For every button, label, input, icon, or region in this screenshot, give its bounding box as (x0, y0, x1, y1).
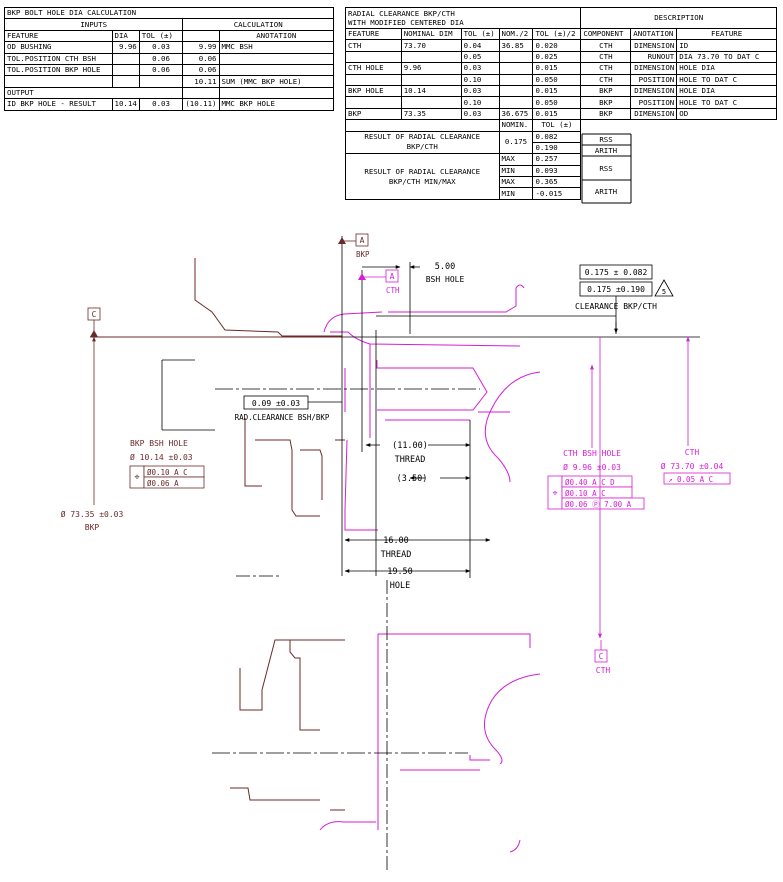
thread-11-label: THREAD (395, 455, 426, 465)
result-method-labels: RSS ARITH RSS ARITH (581, 133, 632, 204)
table-row: OD BUSHING 9.96 0.03 9.99 MMC BSH (4, 41, 335, 54)
table-row: BKP HOLE 10.14 0.03 0.015 BKP DIMENSION … (345, 84, 777, 98)
datum-a-letter: A (360, 236, 365, 245)
bsh-hole-value: 5.00 (435, 262, 455, 272)
thread-hole-labels: (11.00) THREAD (3.50) 16.00 THREAD 19.50… (381, 441, 428, 591)
position-icon: ⌖ (134, 473, 139, 483)
cth-fcf-row1: Ø0.40 A C D (565, 478, 615, 487)
position-icon: ⌖ (552, 489, 557, 499)
table-row: 10.11 SUM (MMC BKP HOLE) (4, 75, 335, 88)
cth-id-label: CTH (685, 448, 700, 457)
table-row: BKP 73.35 0.03 36.675 0.015 BKP DIMENSIO… (345, 107, 777, 121)
cth-fcf-row2: Ø0.10 A C (565, 489, 606, 498)
cth-bsh-hole-callout: CTH BSH HOLE Ø 9.96 ±0.03 ⌖ Ø0.40 A C D … (547, 364, 645, 510)
dim-19-50-label: HOLE (390, 581, 410, 591)
thread-hole-dimensions (344, 420, 491, 578)
bkp-od-dim: Ø 73.35 ±0.03 (61, 509, 124, 519)
result2-label: RESULT OF RADIAL CLEARANCE BKP/CTH MIN/M… (345, 153, 500, 200)
table-row: TOL.POSITION BKP HOLE 0.06 0.06 (4, 63, 335, 77)
rad-clearance-callout: 0.09 ±0.03 RAD.CLEARANCE BSH/BKP (235, 395, 342, 422)
table-row: TOL.POSITION CTH BSH 0.06 0.06 (4, 52, 335, 65)
bkp-datum-label: BKP (356, 250, 370, 259)
datum-c-left: C Ø 73.35 ±0.03 BKP (61, 307, 124, 532)
table-row: 0.10 0.050 CTH POSITION HOLE TO DAT C (345, 73, 777, 86)
dim-16-value: 16.00 (383, 536, 409, 546)
arith-label-2: ARITH (595, 187, 617, 196)
table-row: 0.10 0.050 BKP POSITION HOLE TO DAT C (345, 96, 777, 109)
rad-clearance-value: 0.09 ±0.03 (252, 399, 300, 408)
table-row: 0.05 0.025 CTH RUNOUT DIA 73.70 TO DAT C (345, 50, 777, 64)
bkp-bsh-hole-callout: BKP BSH HOLE Ø 10.14 ±0.03 ⌖ Ø0.10 A C Ø… (129, 439, 205, 489)
rss-label-2: RSS (599, 164, 612, 173)
cth-id-callout: CTH Ø 73.70 ±0.04 ↗ 0.05 A C C CTH (594, 336, 731, 675)
thread-11-value: (11.00) (392, 441, 428, 451)
rad-clearance-label: RAD.CLEARANCE BSH/BKP (235, 413, 330, 422)
table1-col-anotation: ANOTATION (218, 29, 335, 43)
table1-col-dia: DIA (111, 29, 140, 43)
datum-a-cth-letter: A (390, 272, 395, 281)
bkp-od-label: BKP (85, 523, 100, 532)
bkp-bsh-hole-dim: Ø 10.14 ±0.03 (130, 452, 193, 462)
dim-16-label: THREAD (381, 550, 412, 560)
dim-3-50-value: (3.50) (397, 474, 428, 484)
table-row: CTH 73.70 0.04 36.85 0.020 CTH DIMENSION… (345, 39, 777, 52)
clearance-label: CLEARANCE BKP/CTH (575, 302, 657, 311)
datum-c-left-letter: C (92, 310, 97, 319)
cth-datum-label: CTH (386, 286, 400, 295)
bsh-hole-label: BSH HOLE (426, 275, 465, 284)
cth-bsh-hole-label: CTH BSH HOLE (563, 449, 621, 458)
clearance-bkp-cth-callout: 0.175 ± 0.082 0.175 ±0.190 5 CLEARANCE B… (575, 264, 674, 334)
cth-id-dim: Ø 73.70 ±0.04 (661, 461, 724, 471)
center-lines (212, 388, 480, 872)
bsh-hole-dimension: 5.00 BSH HOLE (362, 262, 464, 284)
cth-runout-fcf: ↗ 0.05 A C (668, 475, 713, 484)
clearance-value-rss: 0.175 ± 0.082 (585, 268, 648, 277)
result2-arith-min: -0.015 (532, 187, 582, 200)
table-row: ID BKP HOLE - RESULT 10.14 0.03 (10.11) … (4, 98, 335, 111)
radial-clearance-table: RADIAL CLEARANCE BKP/CTH WITH MODIFIED C… (344, 7, 777, 200)
cth-part-outline (319, 284, 541, 853)
clearance-note-number: 5 (662, 288, 666, 296)
bkp-bsh-hole-label: BKP BSH HOLE (130, 439, 188, 448)
bkp-part-outline (90, 258, 345, 811)
cth-fcf-row3: Ø0.06 Ⓟ 7.00 A (565, 500, 632, 509)
rss-label-1: RSS (599, 135, 612, 144)
datum-a-bkp: A BKP (338, 233, 370, 259)
arith-label-1: ARITH (595, 146, 617, 155)
datum-a-cth: A CTH (358, 269, 400, 295)
cth-bottom-label: CTH (596, 666, 611, 675)
cth-bsh-hole-dim: Ø 9.96 ±0.03 (563, 462, 621, 472)
bkp-fcf-row1: Ø0.10 A C (147, 468, 188, 477)
clearance-value-arith: 0.175 ±0.190 (587, 285, 645, 294)
bkp-fcf-row2: Ø0.06 A (147, 479, 179, 488)
dim-19-50-value: 19.50 (387, 567, 413, 577)
bkp-bolt-hole-calc-table: BKP BOLT HOLE DIA CALCULATION INPUTS CAL… (3, 6, 335, 111)
datum-c-bottom-letter: C (599, 652, 604, 661)
